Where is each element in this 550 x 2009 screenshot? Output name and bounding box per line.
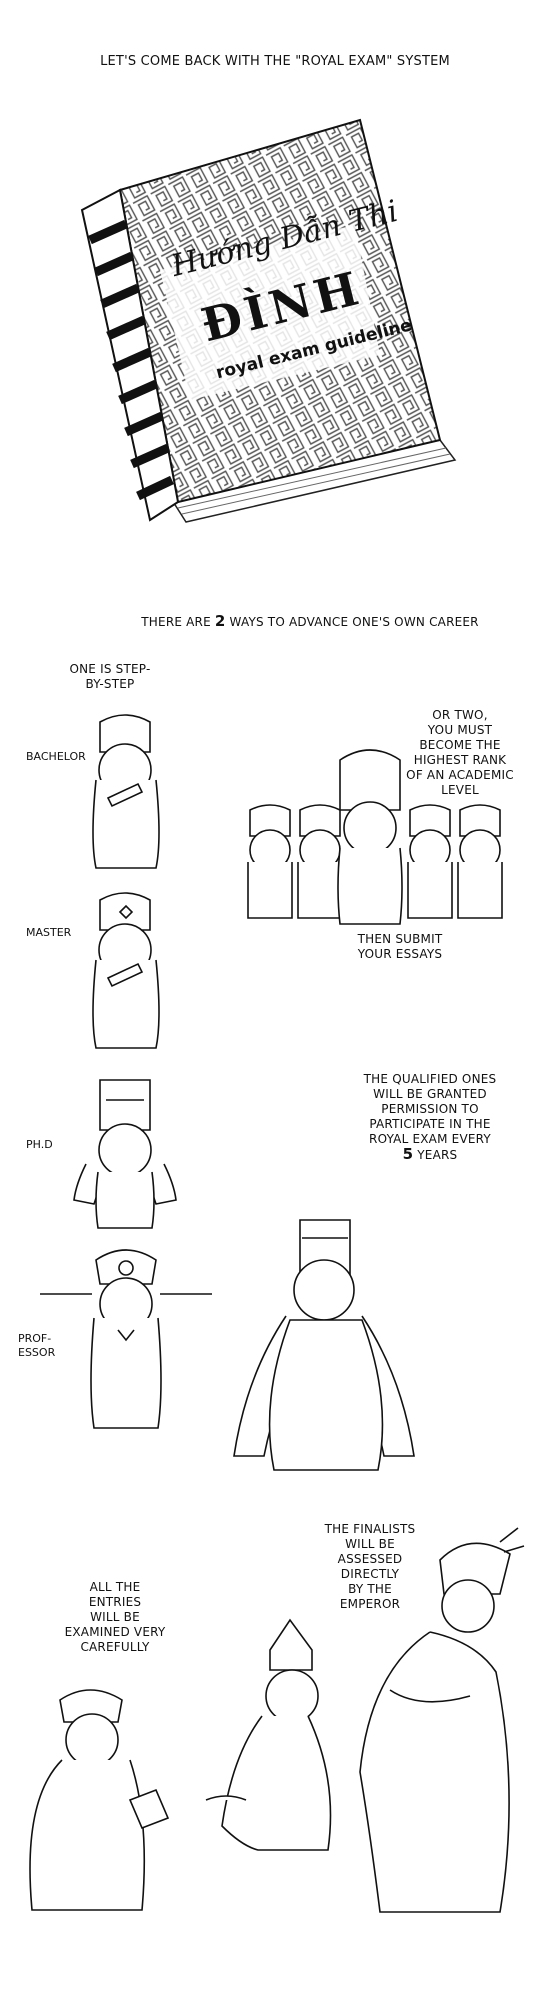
- rank-label-phd: PH.D: [26, 1138, 53, 1151]
- rank-label-bachelor: BACHELOR: [26, 750, 86, 763]
- scholar-group: [247, 749, 503, 925]
- guideline-book-illustration: [80, 118, 457, 523]
- phd-figure: [73, 1079, 177, 1229]
- rank-label-master: MASTER: [26, 926, 72, 939]
- seated-candidate-figure: [205, 1618, 332, 1851]
- rank-label-professor: PROF- ESSOR: [18, 1332, 56, 1359]
- examiner-figure: [29, 1689, 170, 1911]
- master-figure: [92, 892, 160, 1049]
- ways-caption: THERE ARE 2 WAYS TO ADVANCE ONE'S OWN CA…: [141, 612, 479, 630]
- step-by-step-caption: ONE IS STEP-BY-STEP: [69, 662, 151, 691]
- exam-candidate-figure: [233, 1219, 415, 1471]
- emperor-figure: [359, 1527, 525, 1913]
- professor-figure: [40, 1249, 212, 1429]
- bachelor-figure: [92, 714, 160, 869]
- page-title: LET'S COME BACK WITH THE "ROYAL EXAM" SY…: [100, 54, 450, 69]
